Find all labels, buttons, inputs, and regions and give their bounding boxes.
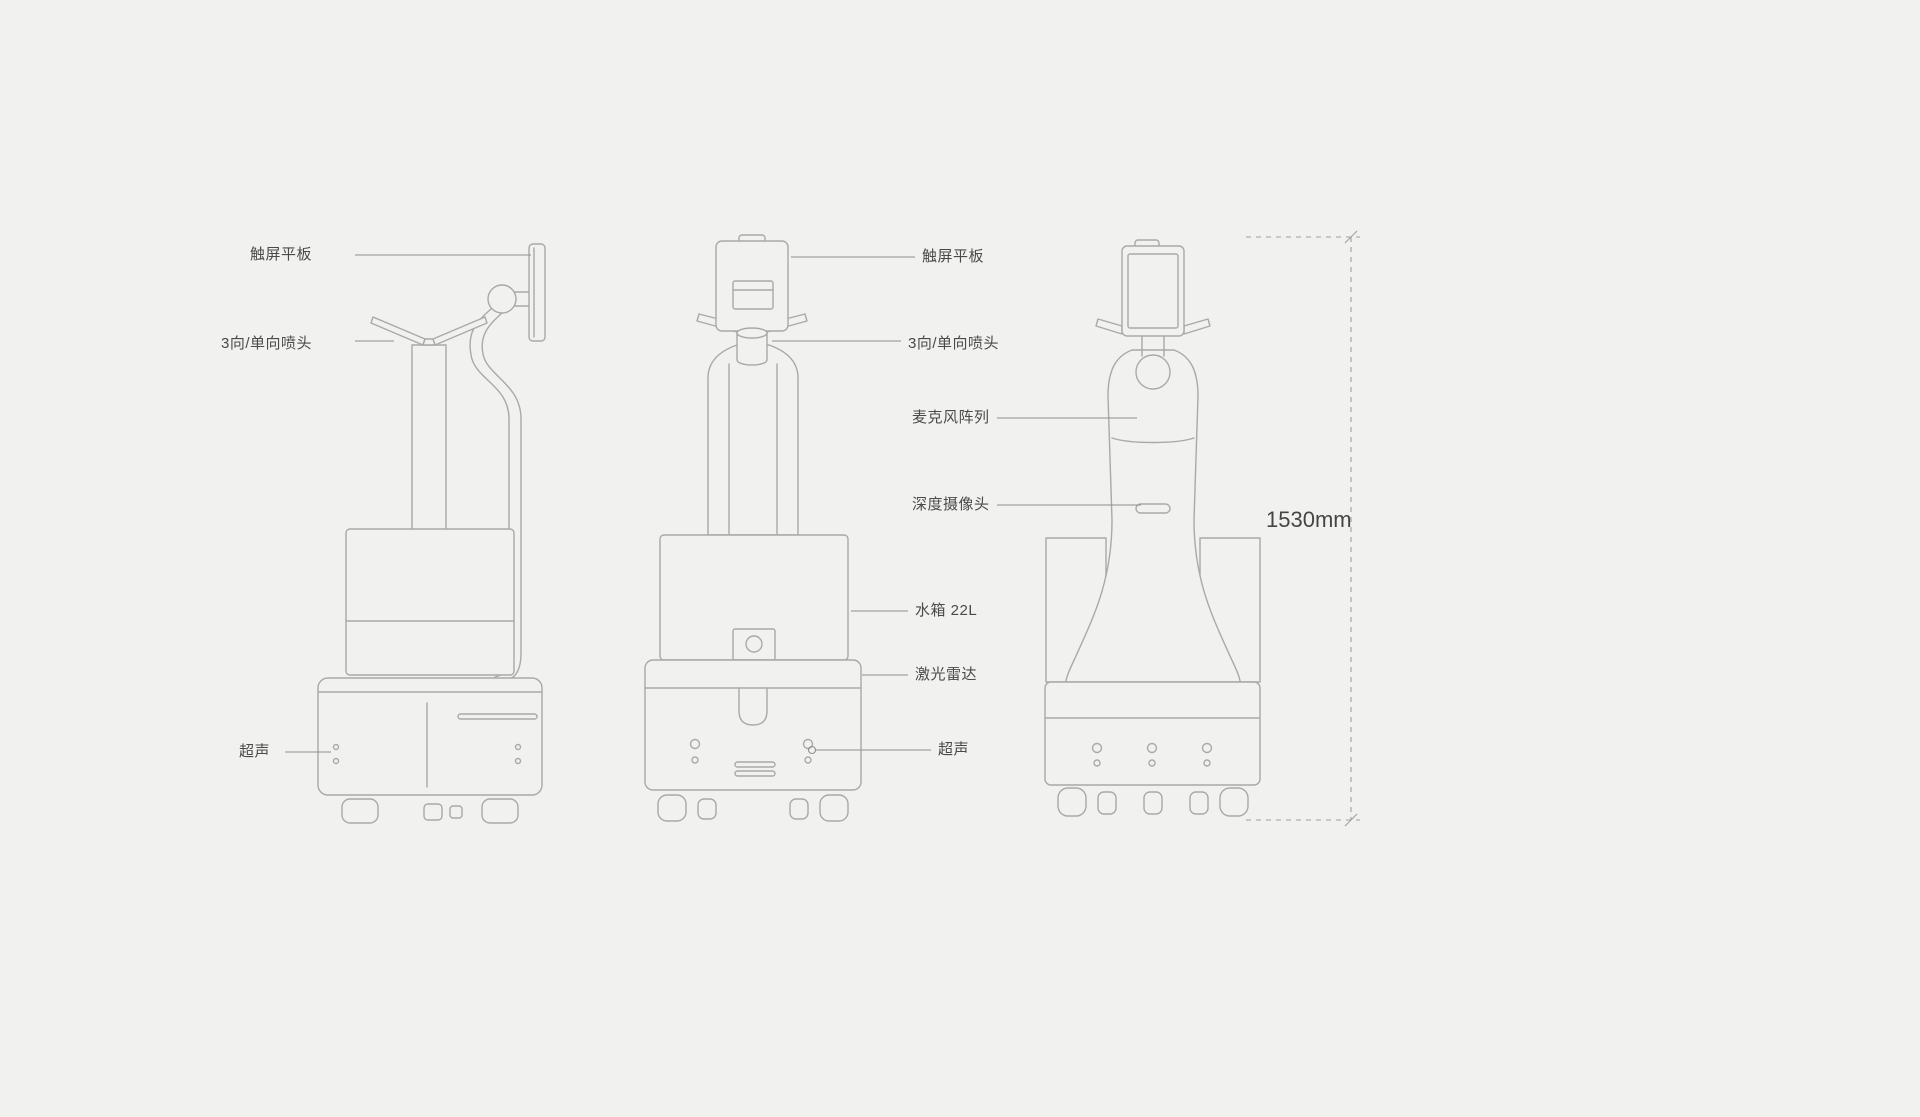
tablet-screen xyxy=(1127,253,1179,329)
neck-column xyxy=(411,344,447,532)
depth-camera-slot xyxy=(1135,503,1171,514)
tablet-back xyxy=(715,234,789,332)
label-ultrasonic-center: 超声 xyxy=(938,741,970,758)
robot-front-view xyxy=(644,234,862,822)
torso-shell xyxy=(707,344,799,536)
label-tablet-left: 触屏平板 xyxy=(249,246,312,263)
label-tablet-center: 触屏平板 xyxy=(922,248,985,265)
lidar-notch xyxy=(738,687,768,726)
ultrasonic-sensors xyxy=(332,743,522,765)
ultrasonic-sensors xyxy=(1091,742,1213,767)
label-depth-camera: 深度摄像头 xyxy=(912,496,990,513)
body-shell xyxy=(1065,349,1241,683)
display-arm xyxy=(487,284,530,314)
tablet-side xyxy=(528,243,546,342)
label-nozzle-left: 3向/单向喷头 xyxy=(220,335,312,352)
water-tank xyxy=(345,528,515,676)
wheels xyxy=(341,798,519,824)
spray-nozzle xyxy=(736,327,768,366)
label-water-tank: 水箱 22L xyxy=(915,602,978,619)
label-lidar: 激光雷达 xyxy=(915,666,978,683)
ultrasonic-sensors xyxy=(689,738,814,764)
label-ultrasonic-left: 超声 xyxy=(238,743,270,760)
chassis-base xyxy=(317,677,543,796)
chassis-base xyxy=(1044,681,1261,786)
height-dimension: 1530mm xyxy=(1266,507,1352,532)
label-nozzle-center: 3向/单向喷头 xyxy=(908,335,1000,352)
spray-head xyxy=(370,316,488,346)
robot-three-quarter-view xyxy=(1044,239,1261,817)
wheels xyxy=(657,794,849,822)
tablet-front xyxy=(1121,239,1185,337)
vent-slots xyxy=(734,761,776,777)
neck-joint xyxy=(1135,335,1171,390)
wheels xyxy=(1057,787,1249,817)
robot-side-view xyxy=(317,243,546,824)
label-microphone-array: 麦克风阵列 xyxy=(912,409,990,426)
water-tank xyxy=(659,534,849,661)
